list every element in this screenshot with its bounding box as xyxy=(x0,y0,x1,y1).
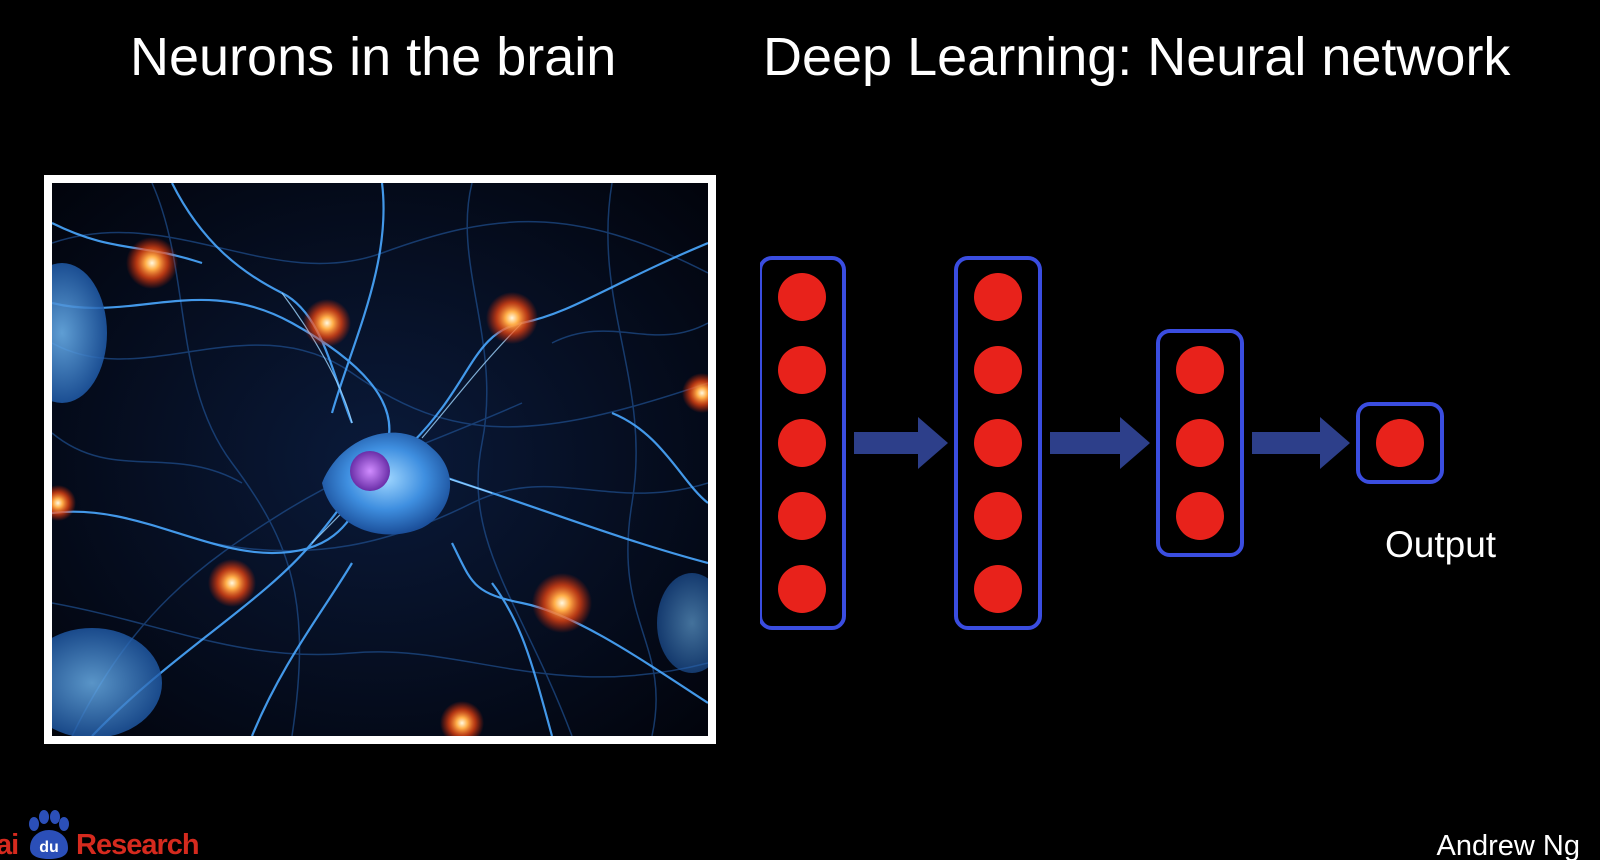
layer-1-node-5 xyxy=(778,565,826,613)
layer-2-node-1 xyxy=(974,273,1022,321)
paw-icon: du xyxy=(29,810,69,859)
layer-3-node-3 xyxy=(1176,492,1224,540)
neuron-image-frame xyxy=(44,175,716,744)
layer-box-3 xyxy=(1156,329,1244,557)
layer-box-1 xyxy=(760,256,846,630)
layer-3-node-1 xyxy=(1176,346,1224,394)
arrow-3 xyxy=(1252,417,1350,469)
layer-4-node-1 xyxy=(1376,419,1424,467)
layer-1-node-4 xyxy=(778,492,826,540)
left-title: Neurons in the brain xyxy=(130,27,617,87)
right-title: Deep Learning: Neural network xyxy=(763,27,1511,87)
layer-1-node-2 xyxy=(778,346,826,394)
layer-2-node-3 xyxy=(974,419,1022,467)
logo-prefix: ai xyxy=(0,829,19,860)
arrow-2 xyxy=(1050,417,1150,469)
logo-paw-text: du xyxy=(39,839,59,856)
author-name: Andrew Ng xyxy=(1436,830,1580,860)
layer-2-node-5 xyxy=(974,565,1022,613)
layer-box-2 xyxy=(954,256,1042,630)
neuron-network-image xyxy=(52,183,708,736)
layer-2-node-2 xyxy=(974,346,1022,394)
arrow-1 xyxy=(854,417,948,469)
output-label: Output xyxy=(1385,524,1497,565)
layer-box-4 xyxy=(1356,402,1444,484)
layer-2-node-4 xyxy=(974,492,1022,540)
layer-1-node-1 xyxy=(778,273,826,321)
layer-3-node-2 xyxy=(1176,419,1224,467)
layer-1-node-3 xyxy=(778,419,826,467)
baidu-research-logo: ai du Research xyxy=(0,808,240,860)
neural-network-diagram xyxy=(760,256,1444,630)
logo-suffix: Research xyxy=(76,829,200,860)
